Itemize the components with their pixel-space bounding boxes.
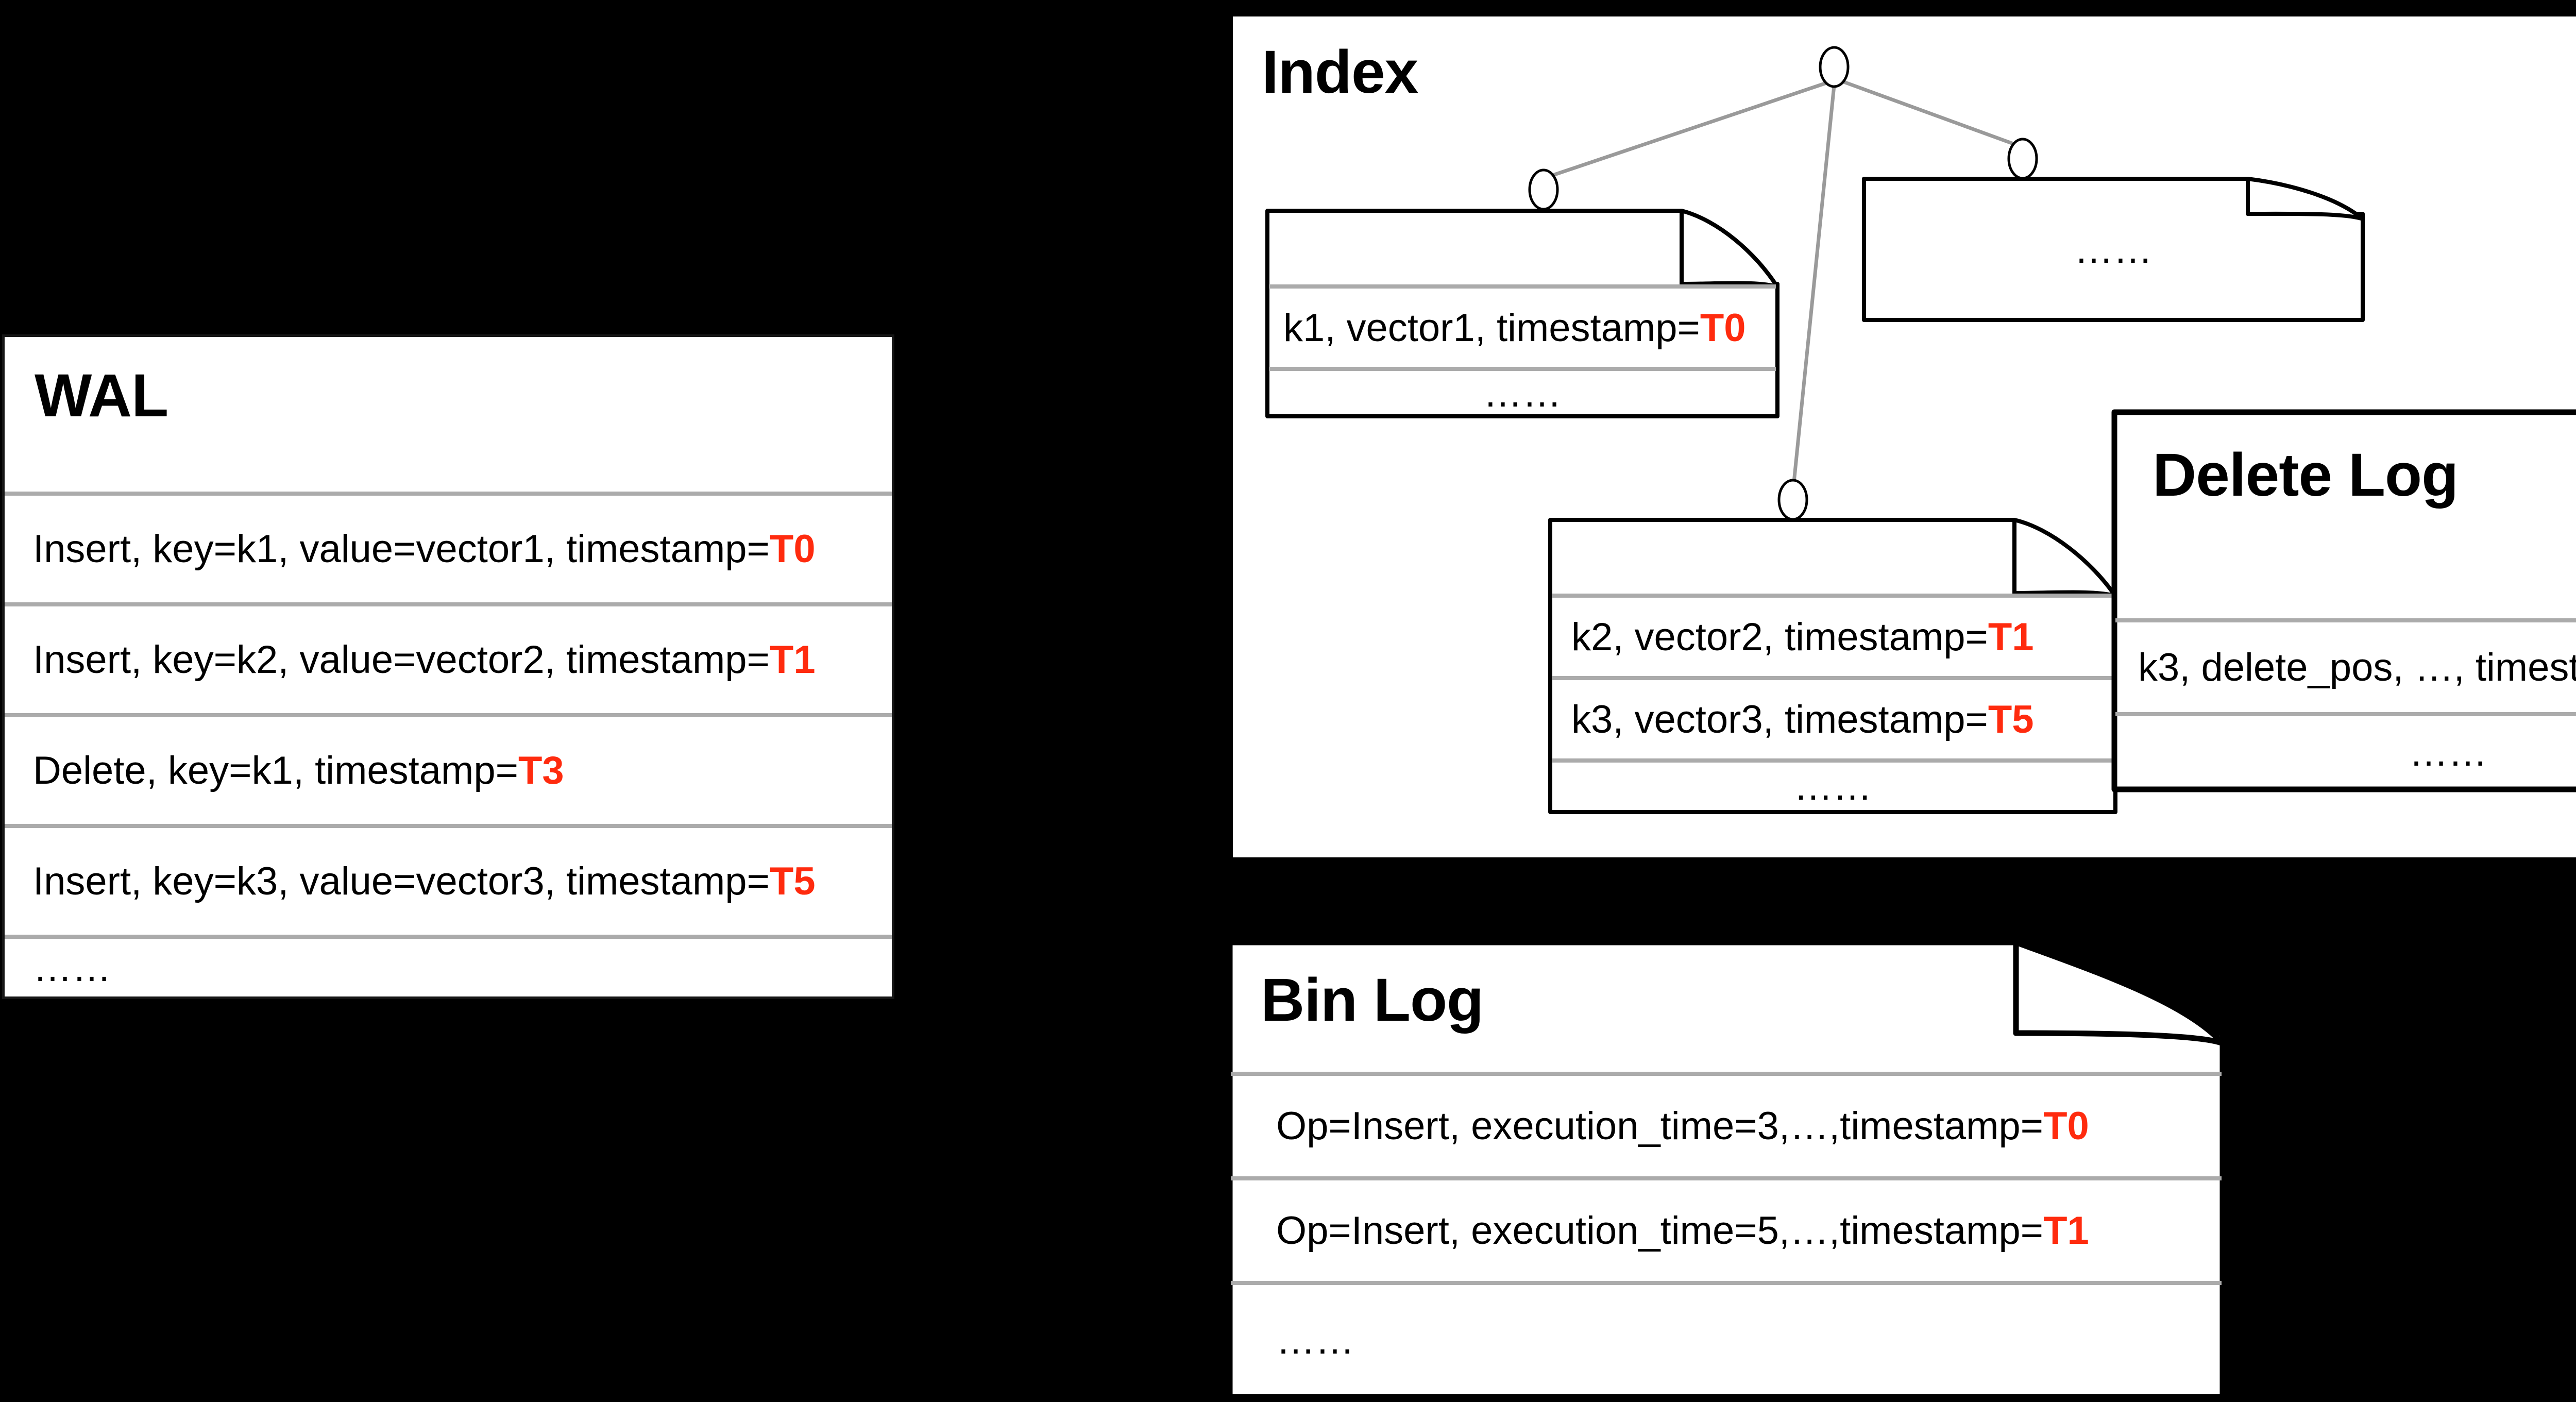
folded-corner-icon bbox=[2013, 939, 2226, 1046]
wal-ellipsis-row: …… bbox=[5, 935, 892, 996]
wal-row-2-text: Insert, key=k2, value=vector2, timestamp… bbox=[33, 638, 770, 682]
file-shape bbox=[1862, 177, 2365, 322]
file-1-row-text: k1, vector1, timestamp= bbox=[1283, 306, 1700, 350]
bin-log-content: Bin Log Op=Insert, execution_time=3,…,ti… bbox=[1231, 943, 2222, 1396]
file-2-row-1: k2, vector2, timestamp=T1 bbox=[1552, 594, 2114, 676]
wal-row-2: Insert, key=k2, value=vector2, timestamp… bbox=[5, 602, 892, 713]
file-2-blank-strip bbox=[1552, 521, 2114, 594]
bin-log-row-1: Op=Insert, execution_time=3,…,timestamp=… bbox=[1231, 1072, 2222, 1176]
file-2-row-1-timestamp: T1 bbox=[1988, 615, 2034, 659]
delete-log-content: Delete Log k3, delete_pos, …, timestamp=… bbox=[2115, 413, 2576, 788]
file-2-content: k2, vector2, timestamp=T1 k3, vector3, t… bbox=[1552, 521, 2114, 810]
file-2-row-2-text: k3, vector3, timestamp= bbox=[1571, 697, 1988, 741]
file-3-ellipsis-row: …… bbox=[2074, 227, 2153, 272]
folded-corner-icon bbox=[2246, 177, 2365, 221]
folded-corner-icon bbox=[1680, 209, 1780, 289]
index-title: Index bbox=[1262, 38, 1418, 106]
delete-log-row-text: k3, delete_pos, …, timestamp= bbox=[2138, 645, 2576, 689]
bin-log-title: Bin Log bbox=[1261, 966, 1484, 1034]
wal-panel: WAL Insert, key=k1, value=vector1, times… bbox=[2, 334, 894, 999]
index-segment-file-2: k2, vector2, timestamp=T1 k3, vector3, t… bbox=[1548, 518, 2117, 814]
bin-log-row-2: Op=Insert, execution_time=5,…,timestamp=… bbox=[1231, 1176, 2222, 1281]
wal-title: WAL bbox=[35, 362, 168, 430]
wal-row-3: Delete, key=k1, timestamp=T3 bbox=[5, 713, 892, 824]
delete-log-row: k3, delete_pos, …, timestamp=T3 bbox=[2115, 618, 2576, 712]
file-1-ellipsis-row: …… bbox=[1269, 367, 1776, 416]
bin-log-row-2-timestamp: T1 bbox=[2043, 1209, 2089, 1253]
delete-log-header: Delete Log bbox=[2115, 413, 2576, 618]
delete-log-ellipsis-row: …… bbox=[2115, 712, 2576, 788]
file-1-content: k1, vector1, timestamp=T0 …… bbox=[1269, 212, 1776, 415]
file-2-row-2-timestamp: T5 bbox=[1988, 697, 2034, 741]
bin-log-row-1-text: Op=Insert, execution_time=3,…,timestamp= bbox=[1276, 1104, 2044, 1148]
wal-row-3-text: Delete, key=k1, timestamp= bbox=[33, 749, 518, 792]
wal-row-4-timestamp: T5 bbox=[769, 859, 816, 903]
bin-log-ellipsis-row: …… bbox=[1231, 1281, 2222, 1396]
wal-row-4-text: Insert, key=k3, value=vector3, timestamp… bbox=[33, 859, 770, 903]
file-1-row: k1, vector1, timestamp=T0 bbox=[1269, 284, 1776, 367]
wal-header: WAL bbox=[5, 337, 892, 492]
page-outline bbox=[2111, 409, 2576, 792]
bin-log-header: Bin Log bbox=[1231, 943, 2222, 1072]
wal-row-3-timestamp: T3 bbox=[518, 749, 564, 792]
file-1-row-timestamp: T0 bbox=[1700, 306, 1746, 350]
file-2-row-2: k3, vector3, timestamp=T5 bbox=[1552, 676, 2114, 758]
index-segment-file-1: k1, vector1, timestamp=T0 …… bbox=[1265, 209, 1780, 418]
wal-row-2-timestamp: T1 bbox=[769, 638, 816, 682]
index-segment-file-3: …… bbox=[1862, 177, 2365, 322]
file-shape bbox=[2111, 409, 2576, 792]
file-shape bbox=[1265, 209, 1780, 418]
bin-log-panel: Bin Log Op=Insert, execution_time=3,…,ti… bbox=[1227, 939, 2226, 1400]
delete-log-title: Delete Log bbox=[2153, 441, 2459, 509]
file-3-content: …… bbox=[1866, 180, 2361, 318]
file-2-row-1-text: k2, vector2, timestamp= bbox=[1571, 615, 1988, 659]
wal-row-1-timestamp: T0 bbox=[769, 527, 816, 571]
wal-row-4: Insert, key=k3, value=vector3, timestamp… bbox=[5, 824, 892, 935]
file-2-ellipsis-row: …… bbox=[1552, 758, 2114, 810]
wal-row-1-text: Insert, key=k1, value=vector1, timestamp… bbox=[33, 527, 770, 571]
delete-log-panel: Delete Log k3, delete_pos, …, timestamp=… bbox=[2111, 409, 2576, 792]
bin-log-row-2-text: Op=Insert, execution_time=5,…,timestamp= bbox=[1276, 1209, 2044, 1253]
file-1-blank-strip bbox=[1269, 212, 1776, 284]
wal-row-1: Insert, key=k1, value=vector1, timestamp… bbox=[5, 492, 892, 602]
bin-log-row-1-timestamp: T0 bbox=[2043, 1104, 2089, 1148]
